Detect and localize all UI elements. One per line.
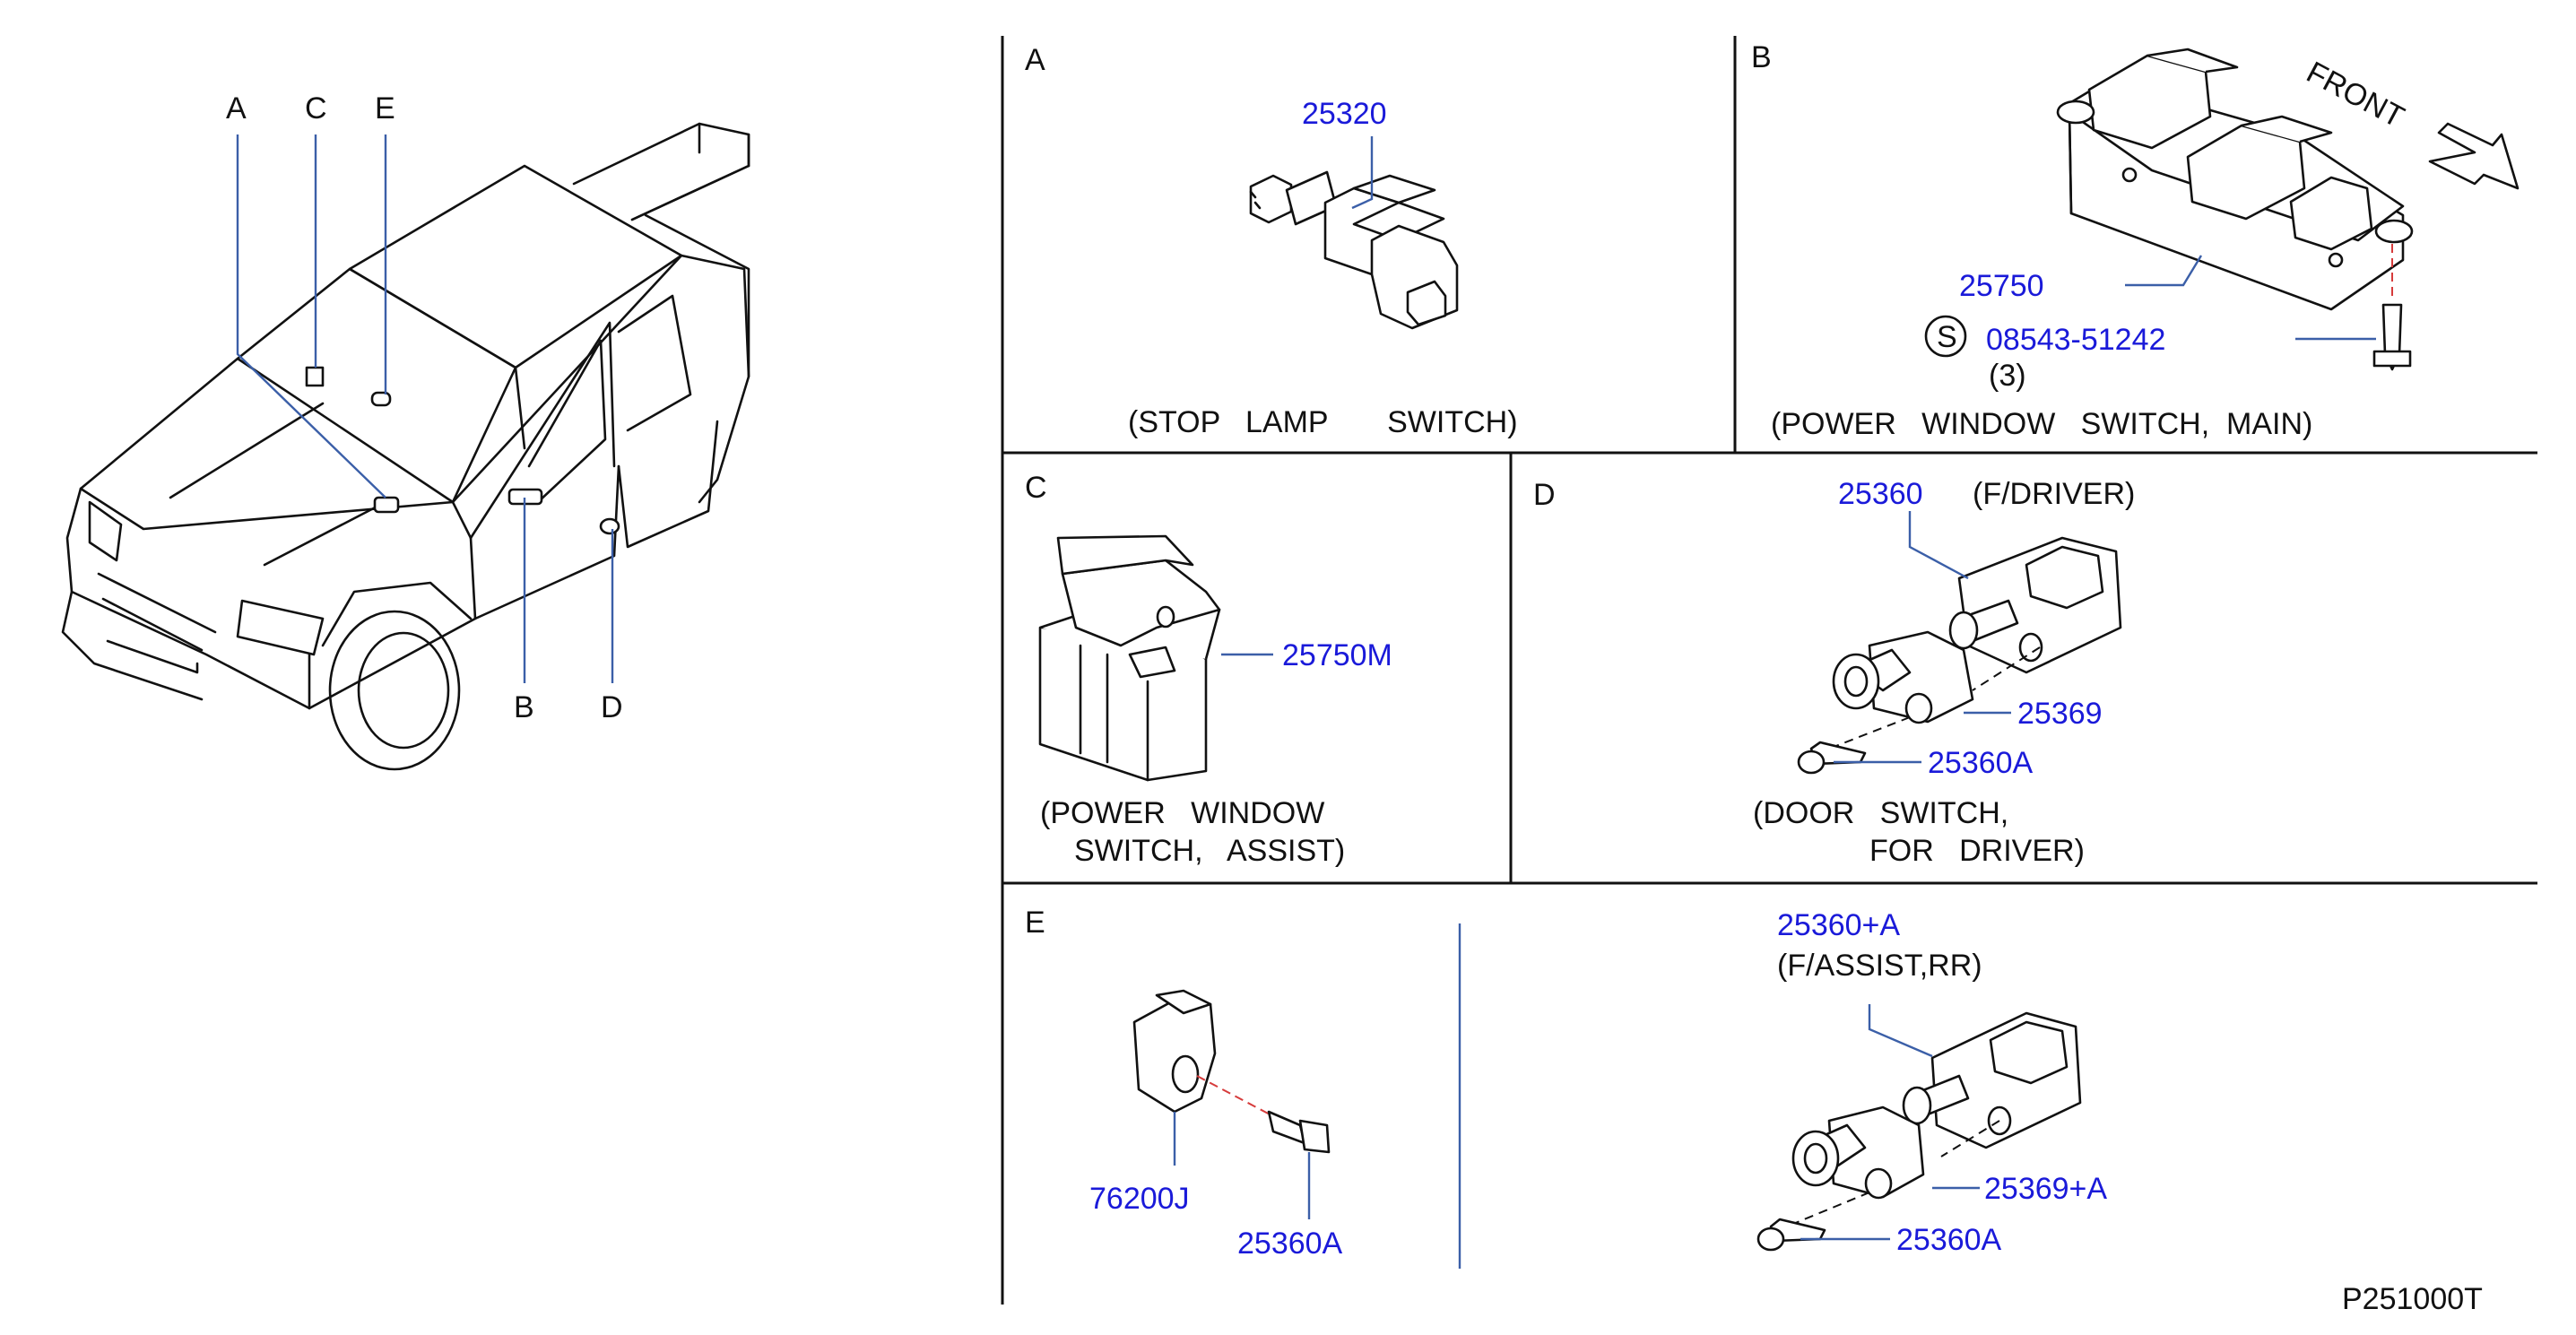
panel-d-caption-line2: FOR DRIVER) xyxy=(1869,834,2085,868)
part-25360a-e1: 25360A xyxy=(1237,1227,1343,1261)
part-76200j: 76200J xyxy=(1089,1182,1190,1216)
position-f-assist-rr: (F/ASSIST,RR) xyxy=(1777,949,1982,983)
part-25360-plus-a: 25360+A xyxy=(1777,908,1900,942)
panel-a: A 25320 (STOP LAMP SWITCH) xyxy=(1025,43,1518,439)
front-arrow-icon xyxy=(2428,122,2520,190)
panel-c-caption-line2: SWITCH, ASSIST) xyxy=(1074,834,1345,868)
vehicle-overview: A C E B D xyxy=(61,91,750,771)
callout-d: D xyxy=(601,690,623,724)
part-25750m: 25750M xyxy=(1282,638,1392,672)
panel-b-caption: (POWER WINDOW SWITCH, MAIN) xyxy=(1771,407,2312,441)
panel-c-caption-line1: (POWER WINDOW xyxy=(1040,796,1324,830)
callout-b: B xyxy=(514,690,534,724)
panel-c-label: C xyxy=(1025,471,1047,505)
screw-quantity: (3) xyxy=(1989,359,2026,393)
power-window-switch-main-drawing xyxy=(2056,48,2414,311)
panel-b-label: B xyxy=(1751,40,1772,74)
part-25369-plus-a: 25369+A xyxy=(1984,1172,2107,1206)
leader-25360 xyxy=(1908,511,1969,580)
power-window-switch-assist-drawing xyxy=(1038,534,1221,782)
vehicle-leaders xyxy=(236,134,614,683)
callout-a: A xyxy=(226,91,247,126)
leader-25320 xyxy=(1351,136,1374,210)
part-25360a-e2: 25360A xyxy=(1896,1223,2002,1257)
diagram-code: P251000T xyxy=(2342,1282,2483,1316)
part-25369: 25369 xyxy=(2017,697,2103,731)
panel-d-caption-line1: (DOOR SWITCH, xyxy=(1753,796,2008,830)
leader-25360-plus-a xyxy=(1868,1004,1933,1058)
position-f-driver: (F/DRIVER) xyxy=(1973,477,2135,511)
standard-part-mark: S xyxy=(1937,320,1957,354)
door-switch-driver-drawing xyxy=(1797,536,2122,775)
sensor-76200j-drawing xyxy=(1132,989,1331,1154)
truck-illustration xyxy=(61,122,750,771)
stop-lamp-switch-drawing xyxy=(1249,170,1459,330)
part-25360: 25360 xyxy=(1838,477,1923,511)
panel-c: C 25750M (POWER WINDOW SWITCH, ASSIST) xyxy=(1025,471,1392,868)
panel-b: B FRONT 25750 S 08543-512 xyxy=(1751,40,2520,441)
part-25750: 25750 xyxy=(1959,269,2044,303)
panel-d: D 25360 (F/DRIVER) 25369 25360A (DOOR SW… xyxy=(1533,477,2135,868)
leader-25750 xyxy=(2125,255,2203,287)
panel-grid xyxy=(1001,36,2537,1305)
part-25360a-d: 25360A xyxy=(1928,746,2034,780)
panel-e: E 76200J 25360A xyxy=(1025,906,2107,1261)
panel-a-caption: (STOP LAMP SWITCH) xyxy=(1128,405,1518,439)
front-text: FRONT xyxy=(2301,56,2409,135)
callout-e: E xyxy=(375,91,395,126)
panel-d-label: D xyxy=(1533,478,1556,512)
part-25320: 25320 xyxy=(1302,97,1387,131)
panel-e-label: E xyxy=(1025,906,1045,940)
panel-a-label: A xyxy=(1025,43,1045,77)
screw-b xyxy=(2372,244,2412,371)
door-switch-assist-drawing xyxy=(1756,1011,2082,1252)
standard-part-circle xyxy=(1924,315,1967,358)
part-08543-51242: 08543-51242 xyxy=(1986,323,2165,357)
callout-c: C xyxy=(305,91,327,126)
